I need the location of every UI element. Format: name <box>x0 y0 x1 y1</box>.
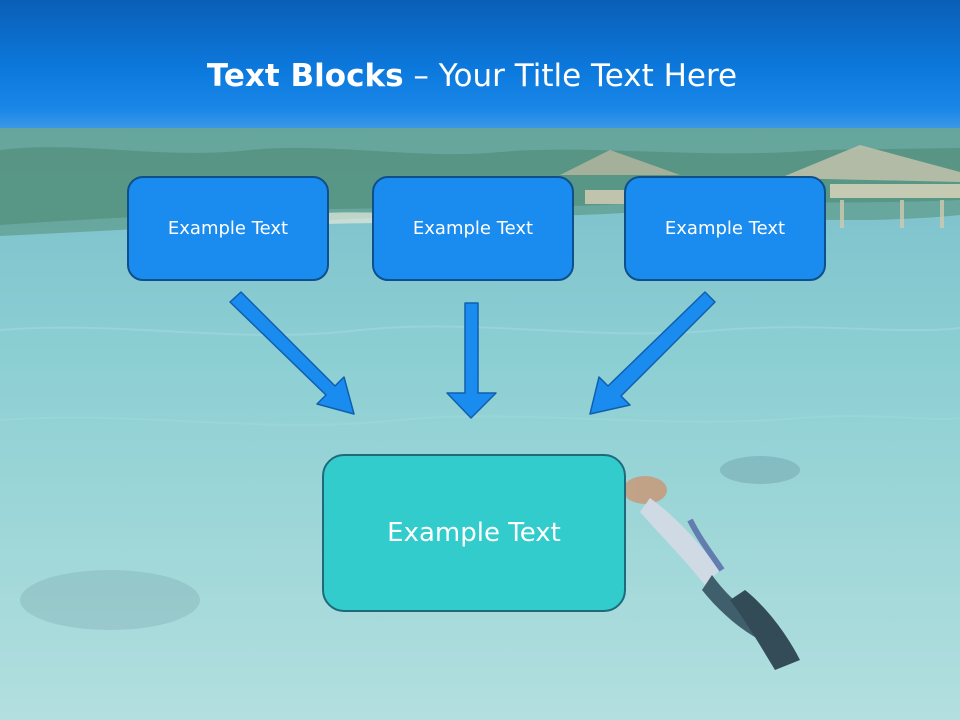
text-block-2[interactable]: Example Text <box>372 176 574 281</box>
text-block-3[interactable]: Example Text <box>624 176 826 281</box>
arrow-left-diagonal <box>229 291 355 415</box>
text-block-1[interactable]: Example Text <box>127 176 329 281</box>
title-dash: – <box>403 58 439 94</box>
arrow-right-diagonal <box>589 291 716 415</box>
slide-title: Text Blocks – Your Title Text Here <box>0 56 944 96</box>
title-rest: Your Title Text Here <box>438 58 738 94</box>
title-bold-part: Text Blocks <box>206 58 404 94</box>
text-block-result[interactable]: Example Text <box>322 454 626 612</box>
title-bar: Text Blocks – Your Title Text Here <box>0 0 960 128</box>
arrow-center-down <box>446 302 497 419</box>
